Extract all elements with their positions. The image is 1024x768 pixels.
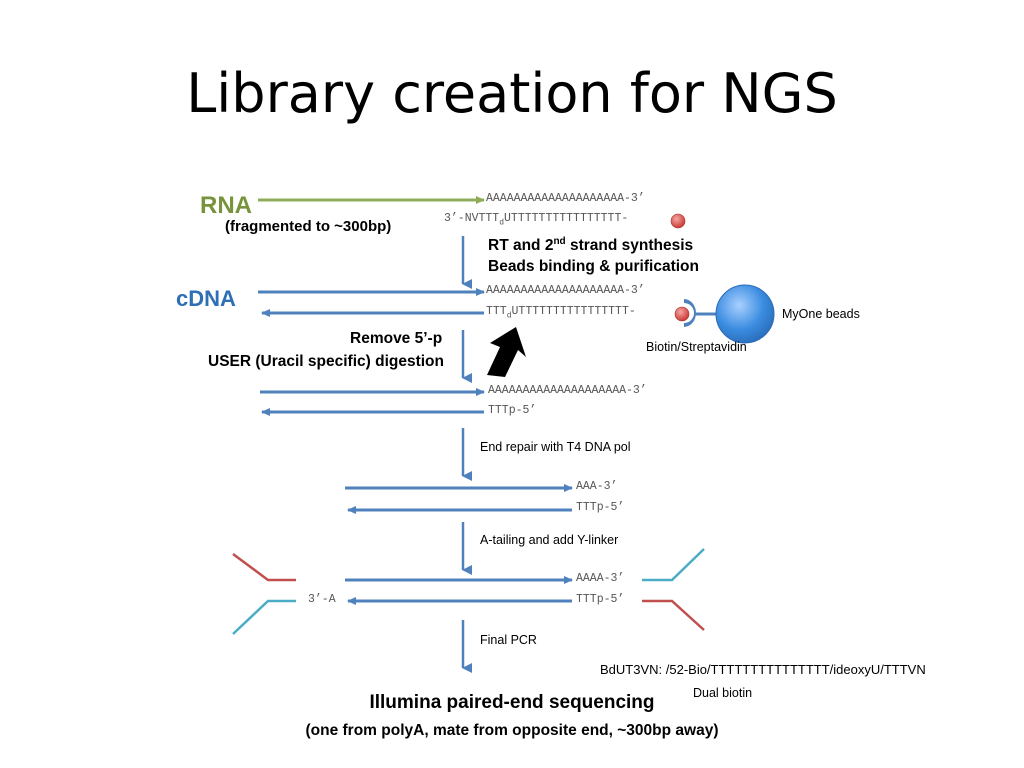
streptavidin-cup	[684, 299, 696, 327]
step-rt-line2: Beads binding & purification	[488, 258, 699, 275]
ylink-bottom-seq: TTTp-5’	[576, 593, 625, 606]
step-rt-line1: RT and 2nd strand synthesis	[488, 236, 693, 255]
left-adapter-teal	[232, 599, 296, 635]
step-rt-post: strand synthesis	[565, 237, 694, 255]
right-adapter-teal	[642, 548, 705, 582]
primer-sequence: BdUT3VN: /52-Bio/TTTTTTTTTTTTTTT/ideoxyU…	[600, 662, 926, 677]
step-pcr: Final PCR	[480, 633, 537, 647]
rna-bottom-seq-a: 3’-NVTTT	[444, 212, 500, 225]
slide-title: Library creation for NGS	[186, 62, 838, 125]
digest-bottom-seq: TTTp-5’	[488, 404, 537, 417]
rna-top-seq: AAAAAAAAAAAAAAAAAAAA-3’	[486, 192, 645, 205]
bottom-note: (one from polyA, mate from opposite end,…	[305, 722, 719, 739]
beads-label: MyOne beads	[782, 307, 860, 321]
step-rt-pre: RT and 2	[488, 237, 554, 255]
digest-top-seq: AAAAAAAAAAAAAAAAAAAA-3’	[488, 384, 647, 397]
step-user: USER (Uracil specific) digestion	[208, 353, 444, 370]
rna-bottom-seq: 3’-NVTTTdUTTTTTTTTTTTTTTTT-	[444, 212, 628, 227]
rna-label: RNA	[200, 192, 252, 219]
myone-bead	[715, 284, 775, 344]
cleavage-pointer-arrow	[487, 327, 526, 377]
cdna-bottom-seq-d: d	[506, 311, 512, 321]
bottom-title: Illumina paired-end sequencing	[369, 692, 655, 713]
cdna-label: cDNA	[176, 286, 236, 311]
repair-bottom-seq: TTTp-5’	[576, 501, 625, 514]
ylink-top-seq: AAAA-3’	[576, 572, 625, 585]
rna-bottom-seq-b: UTTTTTTTTTTTTTTTT-	[504, 212, 629, 225]
cdna-top-seq: AAAAAAAAAAAAAAAAAAAA-3’	[486, 284, 645, 297]
rna-note: (fragmented to ~300bp)	[225, 218, 392, 235]
step-remove: Remove 5’-p	[350, 330, 443, 347]
biotin-dot-cdna	[674, 306, 690, 322]
left-adapter-red	[232, 552, 296, 582]
rna-bottom-seq-d: d	[499, 218, 505, 228]
right-adapter-red	[642, 599, 705, 631]
cdna-bottom-seq-b: UTTTTTTTTTTTTTTTT-	[511, 305, 636, 318]
ylink-left-seq: 3’-A	[308, 593, 336, 606]
cdna-bottom-seq-a: TTT	[486, 305, 507, 318]
repair-top-seq: AAA-3’	[576, 480, 618, 493]
biotin-dot-rna	[670, 213, 686, 229]
step-atail: A-tailing and add Y-linker	[480, 533, 619, 547]
step-end-repair: End repair with T4 DNA pol	[480, 440, 631, 454]
biotin-label: Biotin/Streptavidin	[646, 340, 747, 354]
step-rt-sup: nd	[553, 236, 566, 247]
cdna-bottom-seq: TTTdUTTTTTTTTTTTTTTTT-	[486, 305, 636, 320]
dual-biotin-label: Dual biotin	[693, 686, 753, 700]
